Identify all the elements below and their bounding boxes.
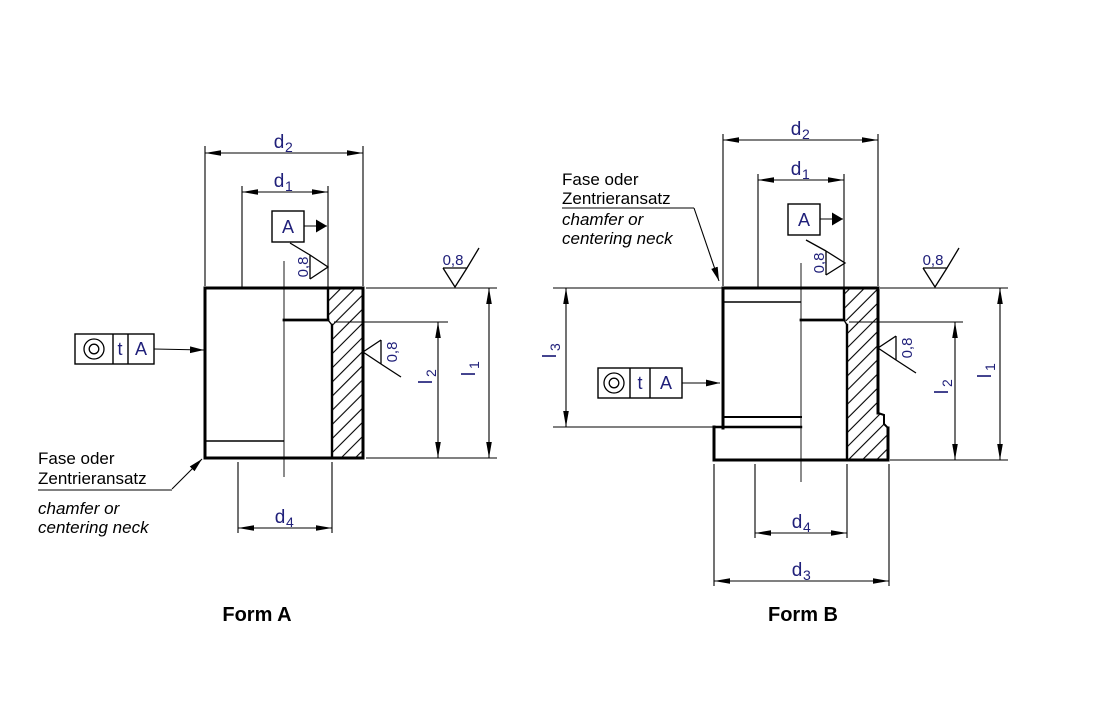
annotation-leader [693, 207, 720, 282]
l1-label-sub: 1 [466, 361, 482, 369]
l3-label-sub: 3 [547, 343, 563, 351]
d2-label-sub: 2 [802, 126, 810, 142]
datum-letter: A [282, 217, 294, 237]
l2-label: l [932, 390, 953, 394]
d4-label: d [275, 507, 286, 528]
roughness-value: 0,8 [443, 252, 464, 269]
tolerance-value: t [117, 339, 122, 359]
form-b-caption: Form B [768, 604, 838, 626]
roughness-value: 0,8 [295, 257, 312, 278]
d1-label-sub: 1 [802, 166, 810, 182]
annotation-de-line2: Zentrieransatz [38, 469, 147, 488]
form-a-section-hatch [328, 288, 363, 458]
l2-label-sub: 2 [939, 379, 955, 387]
annotation-en-line2: centering neck [562, 229, 674, 248]
form-b-datum-flag: A [787, 203, 843, 236]
annotation-leader [171, 458, 203, 490]
annotation-en-line2: centering neck [38, 518, 150, 537]
form-a-tolerance-frame: t A [74, 333, 205, 365]
annotation-en-line1: chamfer or [38, 499, 121, 518]
tolerance-value: t [637, 373, 642, 393]
form-b-section-hatch [844, 288, 888, 460]
form-b-dimension-d1: d 1 [757, 159, 845, 288]
roughness-value: 0,8 [923, 252, 944, 269]
l1-label-sub: 1 [982, 363, 998, 371]
form-a-dimension-d2: d 2 [204, 132, 364, 286]
form-b-part-outline [712, 263, 890, 482]
form-a-dimension-l2: l 2 [334, 321, 448, 458]
l2-label: l [416, 380, 437, 384]
d2-label: d [791, 119, 802, 140]
annotation-en-line1: chamfer or [562, 210, 645, 229]
l2-label-sub: 2 [423, 369, 439, 377]
roughness-value: 0,8 [899, 338, 916, 359]
form-a-roughness-bore: 0,8 [289, 242, 330, 280]
form-b-roughness-outer: 0,8 [876, 335, 917, 374]
form-a-roughness-outer: 0,8 [361, 339, 402, 378]
tolerance-datum-ref: A [135, 339, 147, 359]
form-b-undercut-notch [876, 411, 890, 430]
form-a-part-outline [203, 261, 365, 477]
annotation-de-line1: Fase oder [38, 449, 115, 468]
d4-label-sub: 4 [803, 519, 811, 535]
form-b-dimension-l2: l 2 [849, 321, 963, 460]
concentricity-icon [83, 338, 105, 360]
l3-label: l [540, 354, 561, 358]
annotation-de-line2: Zentrieransatz [562, 189, 671, 208]
d4-label-sub: 4 [286, 514, 294, 530]
roughness-value: 0,8 [384, 342, 401, 363]
d4-label: d [792, 512, 803, 533]
concentricity-icon [603, 372, 625, 394]
form-a-figure: d 2 d 1 d 4 l 1 [38, 132, 497, 626]
roughness-value: 0,8 [811, 253, 828, 274]
form-b-tolerance-frame: t A [597, 367, 720, 399]
form-b-roughness-top-face: 0,8 [922, 247, 960, 289]
form-a-dimension-d1: d 1 [241, 171, 329, 288]
l1-label: l [975, 374, 996, 378]
datum-letter: A [798, 210, 810, 230]
form-b-roughness-bore: 0,8 [805, 239, 847, 276]
d3-label-sub: 3 [803, 567, 811, 583]
tolerance-datum-ref: A [660, 373, 672, 393]
form-a-chamfer-annotation: Fase oder Zentrieransatz chamfer or cent… [38, 449, 203, 537]
form-b-dimension-d2: d 2 [722, 119, 879, 286]
form-a-dimension-d4: d 4 [237, 462, 333, 533]
form-b-dimension-d4: d 4 [754, 464, 848, 538]
form-b-dimension-d3: d 3 [713, 464, 890, 586]
d2-label-sub: 2 [285, 139, 293, 155]
form-b-figure: d 2 d 1 l 3 d 4 [540, 119, 1008, 626]
d1-label-sub: 1 [285, 178, 293, 194]
l1-label: l [459, 372, 480, 376]
form-b-chamfer-annotation: Fase oder Zentrieransatz chamfer or cent… [562, 170, 720, 282]
d3-label: d [792, 560, 803, 581]
d1-label: d [274, 171, 285, 192]
tolerance-leader [153, 346, 205, 354]
form-a-dimension-l1: l 1 [366, 287, 497, 459]
annotation-de-line1: Fase oder [562, 170, 639, 189]
d1-label: d [791, 159, 802, 180]
form-b-dimension-l3: l 3 [540, 287, 722, 428]
form-b-dimension-l1: l 1 [880, 287, 1008, 461]
d2-label: d [274, 132, 285, 153]
form-a-caption: Form A [222, 604, 291, 626]
form-a-roughness-top-face: 0,8 [442, 247, 480, 289]
form-a-datum-flag: A [271, 210, 327, 243]
